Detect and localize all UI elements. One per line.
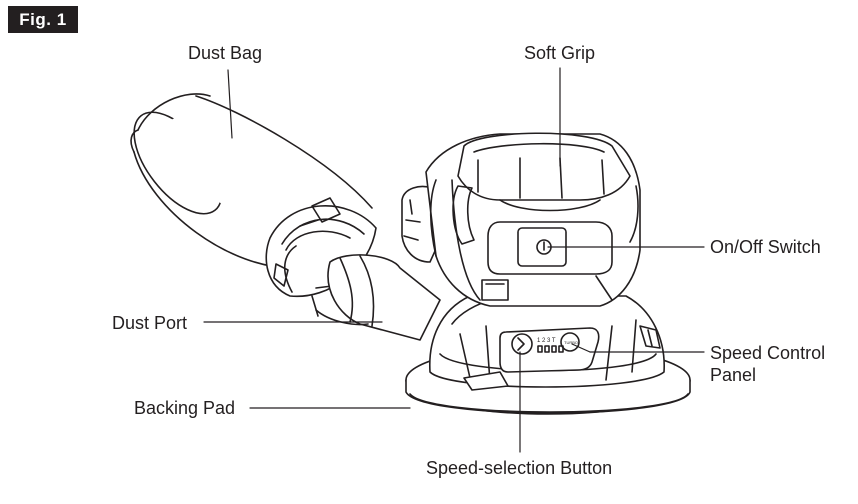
label-dust-port: Dust Port [112,313,188,333]
dust-port [311,254,441,341]
speed-digits: 1 2 3 T [537,338,556,344]
leader-dust-bag [227,69,233,139]
leader-speed-panel-a [571,343,591,353]
speed-control-panel [499,327,600,373]
leader-lines [203,67,705,453]
label-soft-grip: Soft Grip [524,43,596,63]
label-backing-pad: Backing Pad [134,398,236,418]
turbo-badge: TURBO [564,340,578,345]
label-dust-bag: Dust Bag [188,43,263,63]
sander-body [401,132,641,307]
label-speed-control-panel-line1: Speed Control [710,343,826,363]
label-speed-control-panel: Speed Control Panel [710,342,825,386]
figure-badge: Fig. 1 [8,6,78,33]
label-speed-control-panel-line2: Panel [710,365,757,385]
label-on-off-switch: On/Off Switch [710,237,821,257]
label-speed-selection-button: Speed-selection Button [426,458,613,478]
